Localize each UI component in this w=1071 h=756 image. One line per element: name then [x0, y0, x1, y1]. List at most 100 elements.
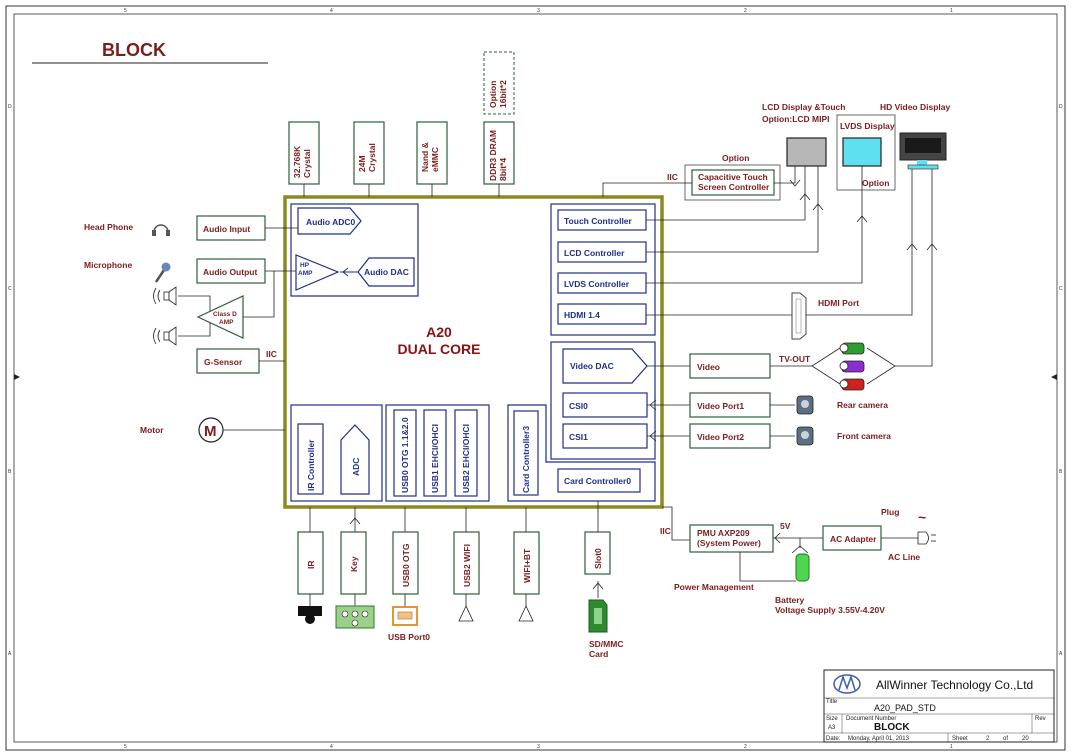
- ir-receiver-icon: [298, 606, 322, 624]
- cap-touch-label-2: Screen Controller: [698, 182, 770, 192]
- arrow-lvds-ctrl: [856, 215, 868, 223]
- motor-label: Motor: [140, 425, 164, 435]
- sheet-border-outer: [5, 5, 1066, 751]
- right-edge-arrow: [1051, 374, 1057, 380]
- ac-tilde: ~: [918, 509, 926, 525]
- crystal-24m-label-2: Crystal: [367, 143, 377, 172]
- audio-output-label: Audio Output: [203, 267, 257, 277]
- usb-port0-label: USB Port0: [388, 632, 430, 642]
- col-marker: 1: [950, 744, 953, 750]
- date-field-value: Monday, April 01, 2013: [848, 736, 910, 742]
- hdmi-controller-label: HDMI 1.4: [564, 310, 600, 320]
- sd-card-label-2: Card: [589, 649, 608, 659]
- arrow-csi1: [649, 430, 657, 442]
- lcd-display-title-1: LCD Display &Touch: [762, 102, 845, 112]
- wifi-bt-label: WIFI+BT: [522, 548, 532, 583]
- lcd-display-title-2: Option:LCD MIPI: [762, 114, 830, 124]
- lvds-display-icon: [842, 137, 882, 167]
- usb1-block: [423, 409, 447, 497]
- keypad-icon: [335, 605, 375, 629]
- sd-card-icon: [588, 599, 608, 633]
- video-port2-label: Video Port2: [697, 432, 744, 442]
- link-touch-ctrl: [646, 166, 806, 221]
- allwinner-logo-icon: [833, 674, 861, 694]
- card-controller3-box: [513, 410, 539, 496]
- row-marker: B: [1059, 469, 1063, 475]
- lvds-controller-label: LVDS Controller: [564, 279, 630, 289]
- rca-connector-icon: [839, 378, 865, 391]
- video-box: [689, 353, 771, 379]
- audio-adc-shape: [297, 207, 362, 235]
- plug-label: Plug: [881, 507, 899, 517]
- core-subtitle: DUAL CORE: [398, 341, 481, 357]
- amp-to-speaker-bottom: [178, 323, 211, 337]
- amp-to-speaker-top: [178, 295, 211, 311]
- arrow-lcd-ctrl: [812, 203, 824, 211]
- headphone-icon: [152, 224, 170, 236]
- key-box: [340, 531, 367, 595]
- iic-label-pmu: IIC: [660, 526, 671, 536]
- speaker-icon: [153, 286, 177, 306]
- arrow-hdmi-monitor: [906, 243, 918, 251]
- class-d-label-1: Class D: [213, 311, 237, 318]
- ddr3-dram-box: [483, 121, 515, 185]
- video-box-label: Video: [697, 362, 720, 372]
- title-field-label: Title: [826, 699, 838, 705]
- left-edge-arrow: [14, 374, 20, 380]
- adc-label: ADC: [351, 458, 361, 476]
- link-pmu-battery: [739, 552, 796, 582]
- card-controller0-label: Card Controller0: [564, 476, 631, 486]
- voltage-label: Voltage Supply 3.55V-4.20V: [775, 605, 885, 615]
- col-marker: 2: [744, 8, 747, 14]
- sheet-field-label: Sheet: [952, 736, 968, 742]
- iic-label-touch: IIC: [667, 172, 678, 182]
- link-lcd-ctrl: [646, 166, 819, 253]
- usb0-block-label: USB0 OTG 1.1&2.0: [400, 417, 410, 493]
- pmu-box: [689, 524, 774, 553]
- card-group: [507, 404, 656, 502]
- title-field-value: A20_PAD_STD: [874, 703, 936, 713]
- arrow-tvout-monitor: [926, 243, 938, 251]
- nand-label-1: Nand &: [420, 142, 430, 172]
- row-marker: B: [8, 469, 12, 475]
- usb0-otg-label: USB0 OTG: [401, 543, 411, 587]
- microphone-icon: [154, 262, 171, 283]
- audio-dac-label: Audio DAC: [364, 267, 409, 277]
- docnum-field-value: BLOCK: [874, 722, 910, 733]
- five-v-label: 5V: [780, 521, 791, 531]
- arrow-cap-lcd: [789, 179, 801, 187]
- dac-arrowhead: [342, 267, 349, 277]
- crystal-32k-box: [288, 121, 320, 185]
- hd-monitor-icon: [899, 132, 947, 170]
- plug-icon: [917, 531, 936, 545]
- nand-label-2: eMMC: [430, 147, 440, 172]
- microphone-label: Microphone: [84, 260, 132, 270]
- card-controller0-box: [557, 468, 641, 493]
- usb2-wifi-box: [453, 531, 480, 595]
- col-marker: 2: [744, 744, 747, 750]
- antenna-icon: [458, 605, 474, 622]
- link-tvout-to-monitor: [895, 169, 933, 367]
- crystal-32k-label-1: 32.768K: [292, 145, 302, 178]
- usb2-block-label: USB2 EHCI/OHCI: [461, 424, 471, 493]
- date-field-label: Date:: [826, 736, 841, 742]
- video-port1-box: [689, 392, 771, 418]
- rear-camera-label: Rear camera: [837, 400, 888, 410]
- link-cap-to-lcd: [774, 166, 796, 184]
- csi0-label: CSI0: [569, 401, 588, 411]
- link-lvds-ctrl: [646, 166, 863, 284]
- tvout-fanout: [811, 347, 841, 385]
- camera-icon: [796, 426, 814, 446]
- sheet-of-label: of: [1003, 736, 1008, 742]
- sheet-total: 20: [1022, 736, 1029, 742]
- row-marker: C: [8, 286, 12, 292]
- key-arrowhead: [349, 517, 361, 525]
- iic-label-gsensor: IIC: [266, 349, 277, 359]
- lvds-option-label: Option: [862, 178, 889, 188]
- col-marker: 5: [124, 8, 127, 14]
- video-dac-label: Video DAC: [570, 361, 614, 371]
- antenna-icon: [518, 605, 534, 622]
- pmu-label-1: PMU AXP209: [697, 528, 750, 538]
- touch-option-label: Option: [722, 153, 749, 163]
- link-hdmi-to-monitor: [806, 169, 913, 316]
